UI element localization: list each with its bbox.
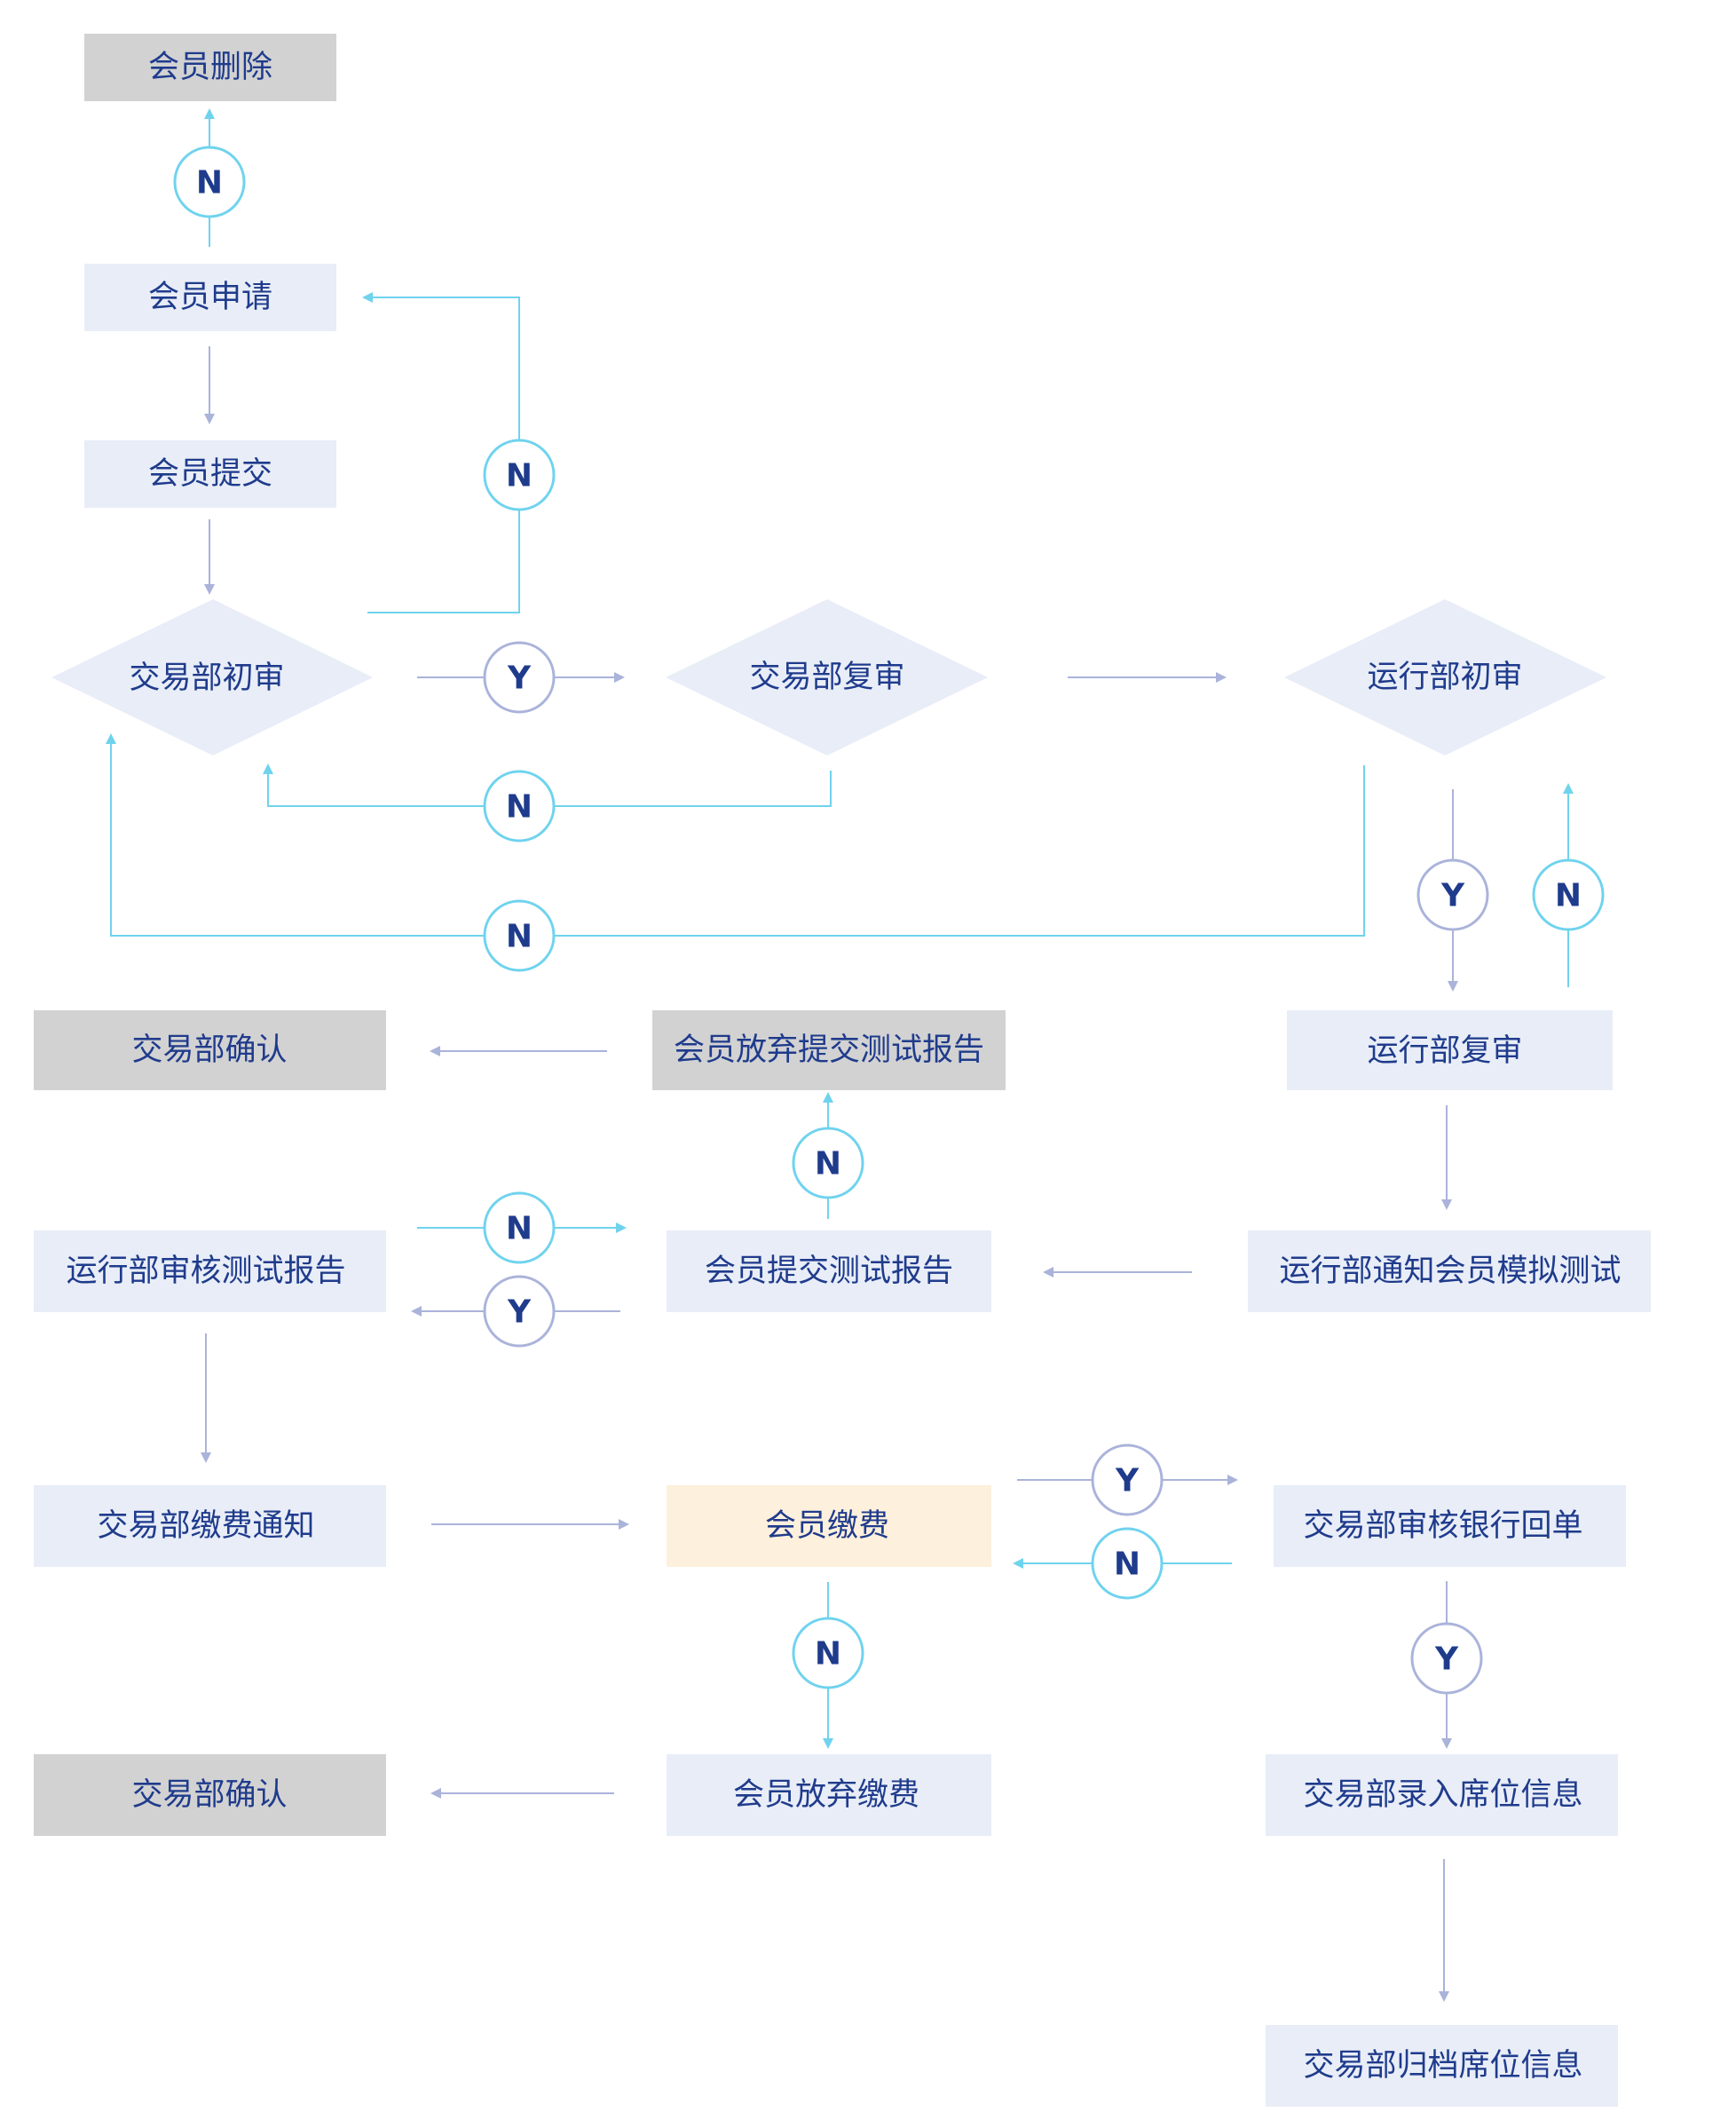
badge-label: N xyxy=(196,165,223,202)
badge-n-second-review: N xyxy=(483,770,556,842)
decision-diamond xyxy=(666,599,988,755)
badge-n-ops-second: N xyxy=(1532,858,1605,931)
node-trade-confirm-2: 交易部确认 xyxy=(34,1754,386,1836)
node-box xyxy=(84,264,336,331)
node-label: 会员放弃提交测试报告 xyxy=(674,1032,984,1068)
badge-y-ops-first: Y xyxy=(1416,858,1489,931)
node-ops-notify-test: 运行部通知会员模拟测试 xyxy=(1248,1230,1651,1312)
node-box xyxy=(1248,1230,1651,1312)
node-box xyxy=(84,440,336,508)
badge-label: Y xyxy=(1115,1463,1140,1499)
node-label: 交易部审核银行回单 xyxy=(1303,1508,1582,1544)
badge-label: Y xyxy=(1440,878,1465,914)
node-member-abandon-pay: 会员放弃缴费 xyxy=(667,1754,991,1836)
badge-n-abandon-pay: N xyxy=(792,1617,864,1689)
badge-n-bank: N xyxy=(1091,1527,1164,1600)
badge-label: N xyxy=(506,919,533,955)
node-trade-confirm-1: 交易部确认 xyxy=(34,1010,386,1090)
badge-n-ops-first: N xyxy=(483,899,556,972)
badge-label: N xyxy=(1114,1546,1140,1583)
node-label: 运行部通知会员模拟测试 xyxy=(1279,1254,1621,1289)
node-member-submit-report: 会员提交测试报告 xyxy=(667,1230,991,1312)
badge-n-back-to-apply: N xyxy=(483,439,556,511)
node-label: 运行部审核测试报告 xyxy=(66,1254,345,1289)
badge-y-first-review: Y xyxy=(483,641,556,714)
badge-label: N xyxy=(1555,878,1582,914)
node-member-submit: 会员提交 xyxy=(84,440,336,508)
badge-label: N xyxy=(815,1636,841,1673)
node-label: 交易部确认 xyxy=(131,1777,287,1813)
node-label: 交易部归档席位信息 xyxy=(1303,2048,1582,2084)
node-label: 交易部复审 xyxy=(749,660,904,695)
decision-diamond xyxy=(51,599,373,755)
badge-y-review-report: Y xyxy=(483,1275,556,1348)
node-box xyxy=(84,34,336,101)
node-label: 会员提交 xyxy=(148,456,272,492)
badge-label: N xyxy=(815,1146,841,1183)
node-box xyxy=(667,1230,991,1312)
badge-label: Y xyxy=(507,1294,532,1331)
node-box xyxy=(1266,1754,1618,1836)
badge-label: Y xyxy=(1434,1641,1459,1678)
node-trade-first-review: 交易部初审 xyxy=(51,599,373,755)
node-trade-enter-seat: 交易部录入席位信息 xyxy=(1266,1754,1618,1836)
node-box xyxy=(652,1010,1006,1090)
badge-label: N xyxy=(506,1211,533,1247)
node-member-delete: 会员删除 xyxy=(84,34,336,101)
node-label: 交易部录入席位信息 xyxy=(1303,1777,1582,1813)
node-box xyxy=(1287,1010,1613,1090)
node-box xyxy=(667,1485,991,1567)
node-label: 会员申请 xyxy=(148,280,272,315)
node-ops-review-report: 运行部审核测试报告 xyxy=(34,1230,386,1312)
badge-label: N xyxy=(506,458,533,494)
badge-label: N xyxy=(506,789,533,826)
node-trade-review-bank: 交易部审核银行回单 xyxy=(1274,1485,1626,1567)
node-ops-first-review: 运行部初审 xyxy=(1284,599,1606,755)
node-label: 会员放弃缴费 xyxy=(733,1777,919,1813)
node-label: 交易部确认 xyxy=(131,1032,287,1068)
node-box xyxy=(1266,2025,1618,2107)
node-trade-archive-seat: 交易部归档席位信息 xyxy=(1266,2025,1618,2107)
node-member-pay: 会员缴费 xyxy=(667,1485,991,1567)
node-trade-second-review: 交易部复审 xyxy=(666,599,988,755)
node-trade-fee-notice: 交易部缴费通知 xyxy=(34,1485,386,1567)
node-member-abandon-report: 会员放弃提交测试报告 xyxy=(652,1010,1006,1090)
node-label: 运行部初审 xyxy=(1367,660,1522,695)
badge-y-pay: Y xyxy=(1091,1444,1164,1516)
badge-n-abandon-report: N xyxy=(792,1127,864,1199)
node-ops-second-review: 运行部复审 xyxy=(1287,1010,1613,1090)
decision-diamond xyxy=(1284,599,1606,755)
badge-n-review-report: N xyxy=(483,1191,556,1264)
node-label: 会员提交测试报告 xyxy=(705,1254,953,1289)
node-box xyxy=(667,1754,991,1836)
node-member-apply: 会员申请 xyxy=(84,264,336,331)
badge-label: Y xyxy=(507,661,532,697)
badge-y-bank: Y xyxy=(1410,1622,1483,1695)
node-label: 交易部初审 xyxy=(129,661,284,696)
node-box xyxy=(34,1485,386,1567)
edge-ops-first-back-to-first xyxy=(106,733,1365,937)
badge-n-delete: N xyxy=(173,146,246,218)
node-box xyxy=(34,1010,386,1090)
node-label: 运行部复审 xyxy=(1367,1033,1522,1069)
node-label: 会员删除 xyxy=(148,50,272,85)
node-label: 会员缴费 xyxy=(765,1508,889,1544)
node-box xyxy=(34,1754,386,1836)
node-label: 交易部缴费通知 xyxy=(97,1508,314,1544)
node-box xyxy=(34,1230,386,1312)
node-box xyxy=(1274,1485,1626,1567)
